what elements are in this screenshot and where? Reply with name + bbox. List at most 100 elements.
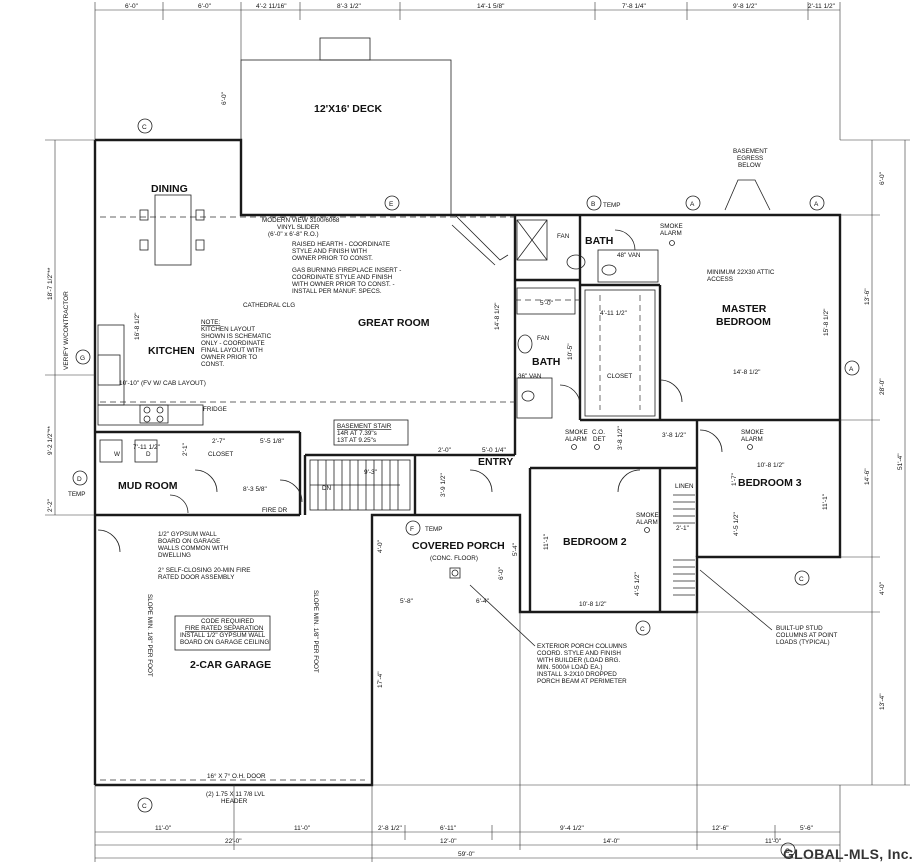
basement-stair-treads bbox=[309, 459, 411, 511]
bottom-dim-3: 2'-8 1/2" bbox=[378, 825, 402, 832]
bottom-dim-6: 12'-6" bbox=[712, 825, 729, 832]
garage-label: 2-CAR GARAGE bbox=[190, 659, 271, 671]
dim-bath-w: 10'-5" bbox=[567, 343, 574, 360]
svg-text:C: C bbox=[142, 803, 147, 810]
closet-small-label: CLOSET bbox=[208, 451, 233, 458]
deck-label: 12'X16' DECK bbox=[314, 103, 382, 115]
bottom-dim-1: 11'-0" bbox=[155, 825, 172, 832]
smoke-alarm-3a: SMOKE bbox=[741, 429, 764, 436]
marker-c3: C bbox=[635, 620, 651, 636]
dim-entry-b: 5'-0 1/4" bbox=[482, 447, 506, 454]
right-dim-7: 13'-4" bbox=[879, 693, 886, 710]
kitchen-label: KITCHEN bbox=[148, 345, 195, 357]
right-dim-6: 4'-0" bbox=[879, 581, 886, 595]
stud-col-note-3: LOADS (TYPICAL) bbox=[776, 639, 830, 646]
vanity-48 bbox=[597, 249, 659, 283]
marker-e: E bbox=[384, 195, 400, 211]
right-dim-3: 28'-0" bbox=[879, 378, 886, 395]
bottom-dim-8: 22'-0" bbox=[225, 838, 242, 845]
range bbox=[139, 404, 169, 424]
master-label-1: MASTER bbox=[722, 303, 767, 315]
smoke-alarm-1a: SMOKE bbox=[660, 223, 683, 230]
door-arc-bedroom2 bbox=[617, 469, 641, 493]
porch-col-note-6: PORCH BEAM AT PERIMETER bbox=[537, 678, 627, 685]
marker-a1: A bbox=[685, 195, 701, 211]
hearth-note-2: STYLE AND FINISH WITH bbox=[292, 248, 367, 255]
stair-dn-label: DN bbox=[322, 485, 332, 492]
van-48: 48" VAN bbox=[617, 252, 641, 259]
dim-mud-c: 2'-7" bbox=[212, 438, 226, 445]
dim-linen-w: 2'-1" bbox=[676, 525, 690, 532]
dim-cab: 10'-10" (FV W/ CAB LAYOUT) bbox=[119, 380, 206, 387]
porch-col-note-4: MIN. 5000# LOAD EA.) bbox=[537, 664, 602, 671]
slope-left-note: SLOPE MIN. 1/8" PER FOOT bbox=[146, 594, 153, 677]
slider-note-2: VINYL SLIDER bbox=[277, 224, 320, 231]
door-arc-stair bbox=[279, 479, 303, 503]
porch-column bbox=[449, 567, 461, 579]
marker-c2: C bbox=[794, 570, 810, 586]
left-dim-2: 9'-2 1/2"** bbox=[47, 426, 54, 455]
interior-dimensions: 14'-8 1/2" 16'-8 1/2" 10'-10" (FV W/ CAB… bbox=[119, 300, 830, 688]
fire-dr-label: FIRE DR bbox=[262, 507, 288, 514]
svg-text:D: D bbox=[77, 476, 82, 483]
dim-porch-e: 6'-0" bbox=[498, 566, 505, 580]
fireplace-note-2: COORDINATE STYLE AND FINISH bbox=[292, 274, 393, 281]
svg-text:A: A bbox=[849, 366, 854, 373]
svg-text:C: C bbox=[142, 124, 147, 131]
left-dimensions: 18'-7 1/2"** VERIFY W/CONTRACTOR 9'-2 1/… bbox=[45, 139, 95, 516]
bottom-dim-5: 9'-4 1/2" bbox=[560, 825, 584, 832]
dim-tub: 5'-0" bbox=[540, 300, 554, 307]
dim-bedrm-c: 1'-7" bbox=[731, 472, 738, 486]
door-arc-garage bbox=[97, 529, 121, 553]
co-det-b: DET bbox=[593, 436, 606, 443]
stair-note-1: BASEMENT STAIR bbox=[337, 423, 392, 430]
dim-master-w: 14'-8 1/2" bbox=[733, 369, 761, 376]
dim-entry-c: 3'-9 1/2" bbox=[440, 473, 447, 497]
dim-garage-l: 17'-4" bbox=[377, 671, 384, 688]
dim-master-d: 15'-8 1/2" bbox=[823, 308, 830, 336]
smoke-alarm-2b: ALARM bbox=[565, 436, 587, 443]
dim-closet-w: 4'-11 1/2" bbox=[600, 310, 628, 317]
top-dimensions: 6'-0" 6'-0" 4'-2 11/16" 8'-3 1/2" 14'-1 … bbox=[94, 2, 841, 140]
bottom-dim-4: 6'-11" bbox=[440, 825, 457, 832]
sink bbox=[97, 354, 121, 386]
kitchen-note-3: SHOWN IS SCHEMATIC bbox=[201, 333, 272, 340]
fireplace-note-3: WITH OWNER PRIOR TO CONST. - bbox=[292, 281, 395, 288]
section-markers: C E B A A G A D F C C C C bbox=[72, 118, 860, 858]
svg-text:C: C bbox=[799, 576, 804, 583]
right-dim-5: 51'-4" bbox=[897, 453, 904, 470]
temp-3: TEMP bbox=[425, 526, 443, 533]
master-label-2: BEDROOM bbox=[716, 316, 771, 328]
top-dim-6: 7'-8 1/4" bbox=[622, 3, 646, 10]
porch-col-note-2: COORD. STYLE AND FINISH bbox=[537, 650, 621, 657]
dim-gr-depth: 14'-8 1/2" bbox=[494, 302, 501, 330]
cathedral-note: CATHEDRAL CLG bbox=[243, 302, 295, 309]
dim-b2-w: 10'-8 1/2" bbox=[579, 601, 607, 608]
porch-col-note-5: INSTALL 3-2X10 DROPPED bbox=[537, 671, 617, 678]
marker-a2: A bbox=[809, 195, 825, 211]
dim-stair-l: 5'-5 1/8" bbox=[260, 438, 284, 445]
fan-1: FAN bbox=[557, 233, 570, 240]
dim-mud-h: 2'-1" bbox=[182, 442, 189, 456]
fire-sep-note-3: INSTALL 1/2" GYPSUM WALL bbox=[180, 632, 266, 639]
top-dim-1: 6'-0" bbox=[125, 3, 139, 10]
right-dim-2: 13'-6" bbox=[864, 288, 871, 305]
kitchen-note-2: KITCHEN LAYOUT bbox=[201, 326, 255, 333]
linen-label: LINEN bbox=[675, 483, 694, 490]
door-arc-bedroom3 bbox=[699, 429, 723, 453]
toilet-lower bbox=[517, 334, 533, 354]
kitchen-note-4: ONLY - COORDINATE bbox=[201, 340, 265, 347]
smoke-alarm-1b: ALARM bbox=[660, 230, 682, 237]
kitchen-note-7: CONST. bbox=[201, 361, 224, 368]
marker-c4: C bbox=[137, 797, 153, 813]
dim-porch-d: 5'-4" bbox=[512, 542, 519, 556]
interior-details bbox=[97, 179, 771, 781]
deck-side-dim: 6'-0" bbox=[221, 91, 228, 105]
stair-note-2: 14R AT 7.39"s bbox=[337, 430, 377, 437]
header-note-1: (2) 1.75 X 11 7/8 LVL bbox=[206, 791, 265, 798]
dim-fire: 8'-3 5/8" bbox=[243, 486, 267, 493]
dim-porch-a: 5'-8" bbox=[400, 598, 414, 605]
bottom-dim-2: 11'-0" bbox=[294, 825, 311, 832]
hearth-note-3: OWNER PRIOR TO CONST. bbox=[292, 255, 373, 262]
